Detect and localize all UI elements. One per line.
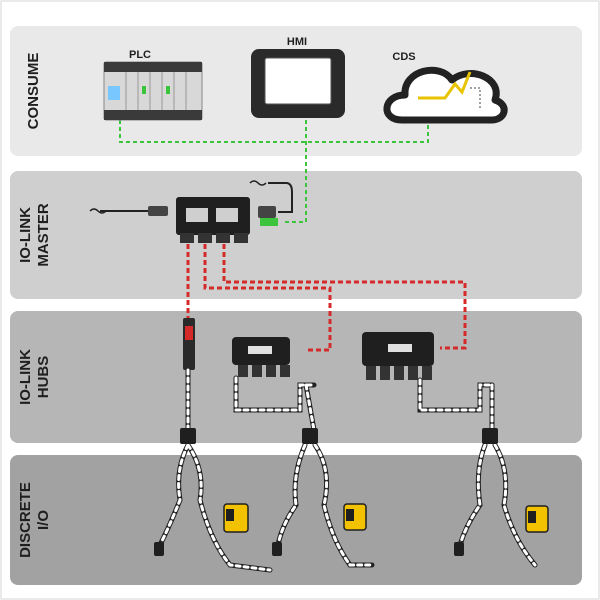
- svg-text:CONSUME: CONSUME: [25, 53, 42, 130]
- cable-end-connector-icon: [154, 542, 464, 556]
- ethernet-cables: [119, 120, 429, 223]
- io-link-master-band-label: IO-LINK MASTER: [17, 203, 52, 267]
- hub-icon: [232, 337, 290, 377]
- io-link-master-band: [10, 171, 582, 299]
- svg-text:IO-LINK: IO-LINK: [17, 349, 34, 405]
- io-link-hubs-band-label: IO-LINK HUBS: [17, 349, 52, 405]
- cloud-icon: CDS: [383, 51, 508, 124]
- plc-icon: PLC: [103, 49, 203, 121]
- discrete-io-band: [10, 455, 582, 585]
- splitter-icon: [302, 428, 318, 444]
- svg-text:DISCRETE: DISCRETE: [17, 482, 34, 558]
- hmi-label: HMI: [287, 36, 307, 48]
- plc-label: PLC: [129, 49, 151, 61]
- io-link-hubs-band: [10, 311, 582, 443]
- splitter-icon: [180, 428, 196, 444]
- sensor-icon: [343, 503, 367, 531]
- consume-band-label: CONSUME: [25, 53, 42, 130]
- io-link-master-icon: [89, 180, 293, 243]
- hmi-icon: HMI: [251, 36, 345, 118]
- splitter-icon: [482, 428, 498, 444]
- svg-text:HUBS: HUBS: [35, 356, 52, 399]
- svg-text:MASTER: MASTER: [35, 203, 52, 267]
- discrete-cables: [157, 367, 538, 573]
- cds-label: CDS: [392, 51, 415, 63]
- sensor-icon: [525, 505, 549, 533]
- plc-ethernet-cable: [119, 120, 429, 143]
- inline-connector-icon: [183, 318, 195, 370]
- io-link-cable-to-hub-2: [222, 244, 467, 350]
- svg-text:I/O: I/O: [35, 510, 52, 530]
- svg-text:IO-LINK: IO-LINK: [17, 207, 34, 263]
- io-link-cable-to-hub-1: [203, 244, 332, 352]
- hub-icon: [362, 332, 434, 380]
- sensor-icon: [223, 503, 249, 533]
- discrete-io-band-label: DISCRETE I/O: [17, 482, 52, 558]
- hmi-ethernet-cable: [282, 120, 307, 223]
